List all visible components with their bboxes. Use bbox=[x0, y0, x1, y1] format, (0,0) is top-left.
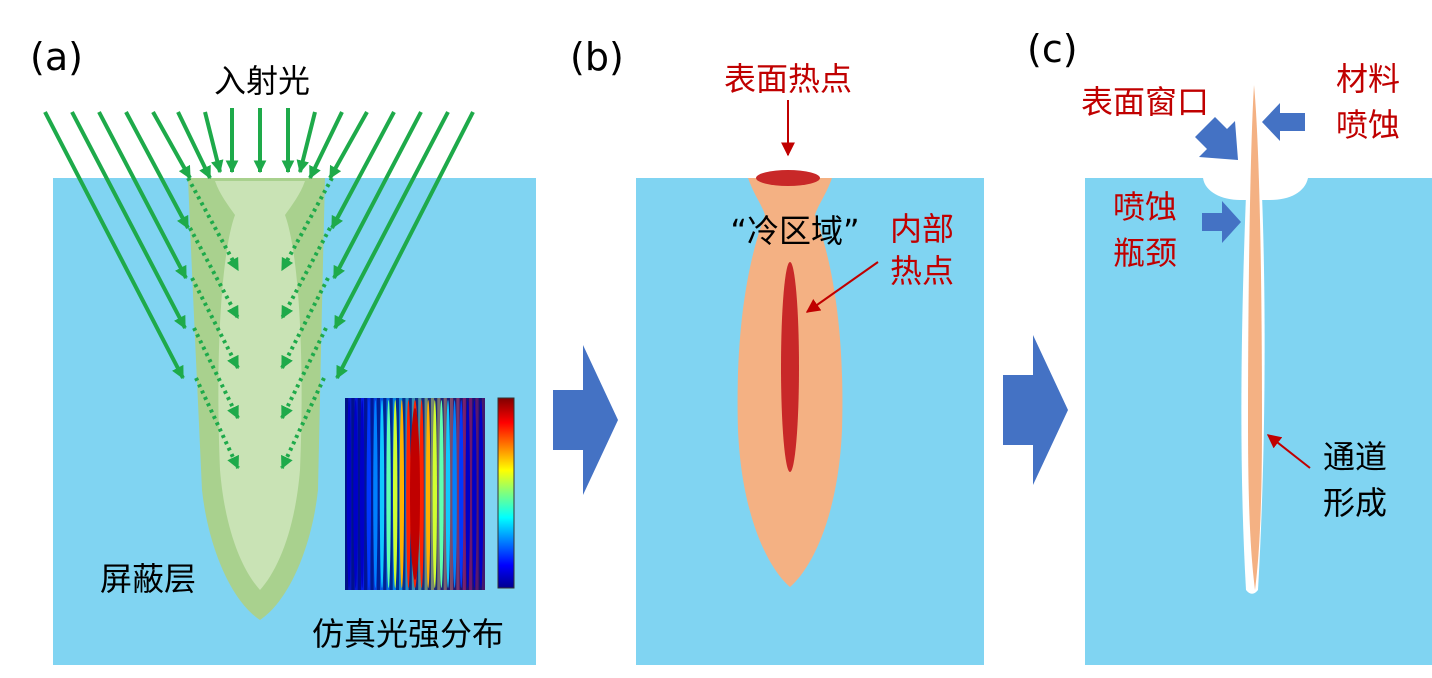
intensity-simulation-inset bbox=[345, 397, 515, 590]
fringe-line bbox=[386, 400, 391, 588]
ablation-neck-label-1: 喷蚀 bbox=[1113, 188, 1177, 226]
fringe-line bbox=[478, 400, 484, 588]
internal-hotspot bbox=[781, 262, 799, 472]
panel-c-label: (c) bbox=[1027, 27, 1078, 71]
interference-fringes bbox=[345, 398, 485, 590]
fringe-line bbox=[472, 400, 477, 588]
fringe-dark bbox=[376, 398, 380, 590]
incident-light-label: 入射光 bbox=[214, 62, 310, 100]
fringe-line bbox=[399, 400, 404, 588]
fringe-dark bbox=[395, 398, 400, 590]
material-ablation-label-2: 喷蚀 bbox=[1336, 106, 1400, 144]
fringe-core bbox=[410, 408, 420, 580]
fringe-line bbox=[426, 400, 431, 588]
colorbar bbox=[497, 397, 515, 589]
fringe-line bbox=[379, 400, 385, 588]
process-arrow-2 bbox=[1003, 335, 1068, 485]
ablation-neck-label-2: 瓶颈 bbox=[1113, 234, 1177, 272]
simulation-label: 仿真光强分布 bbox=[312, 615, 504, 653]
panel-b: (b) 表面热点 “冷区域” 内部 热点 bbox=[570, 35, 984, 665]
surface-window-label: 表面窗口 bbox=[1081, 83, 1209, 121]
surface-hotspot bbox=[756, 170, 820, 186]
panel-b-label: (b) bbox=[570, 35, 624, 79]
channel-formation-label-2: 形成 bbox=[1323, 484, 1387, 522]
fringe-line bbox=[445, 400, 451, 588]
internal-hotspot-pointer bbox=[805, 261, 879, 313]
ablation-neck-arrow bbox=[1202, 201, 1241, 243]
refracted-light-arrows bbox=[186, 177, 334, 470]
fringe-line bbox=[353, 400, 358, 588]
shield-layer-inner bbox=[215, 181, 305, 590]
fringe-line bbox=[360, 400, 365, 588]
fringe-line bbox=[366, 400, 371, 588]
panel-c: (c) 表面窗口 材料 喷蚀 喷蚀 瓶颈 通道 形成 bbox=[1027, 27, 1432, 665]
fringe-dark bbox=[370, 398, 374, 590]
fringe-line bbox=[432, 400, 437, 588]
fringe-line bbox=[373, 400, 378, 588]
fringe-dark bbox=[389, 398, 393, 590]
formed-channel bbox=[1248, 85, 1262, 590]
cold-zone-label: “冷区域” bbox=[730, 212, 859, 250]
fringe-dark bbox=[351, 398, 355, 590]
surface-hotspot-label: 表面热点 bbox=[724, 60, 852, 98]
fringe-line bbox=[393, 400, 398, 588]
fringe-line bbox=[406, 400, 411, 588]
fringe-dark bbox=[383, 398, 387, 590]
channel-pointer bbox=[1266, 434, 1311, 469]
panel-a-label: (a) bbox=[30, 35, 83, 79]
panel-a: (a) 入射光 屏蔽层 仿真光强分布 bbox=[30, 35, 536, 665]
fringe-line bbox=[459, 400, 464, 588]
internal-hotspot-label-2: 热点 bbox=[890, 252, 954, 290]
material-ablation-arrow bbox=[1262, 103, 1305, 141]
material-ablation-label-1: 材料 bbox=[1336, 60, 1400, 98]
fringe-dark bbox=[357, 398, 361, 590]
channel-formation-label-1: 通道 bbox=[1323, 438, 1387, 476]
fringe-dark bbox=[364, 398, 368, 590]
fringe-dark bbox=[345, 398, 349, 590]
surface-window-arrow bbox=[1195, 117, 1238, 160]
fringe-line bbox=[452, 400, 457, 588]
fringe-line bbox=[346, 400, 352, 588]
internal-hotspot-label-1: 内部 bbox=[890, 210, 954, 248]
fringe-line bbox=[439, 400, 444, 588]
fringe-line bbox=[465, 400, 470, 588]
process-arrow-1 bbox=[553, 345, 618, 495]
incident-light-arrows bbox=[43, 108, 475, 380]
fringe-line bbox=[419, 400, 424, 588]
shield-layer-label: 屏蔽层 bbox=[100, 560, 196, 598]
